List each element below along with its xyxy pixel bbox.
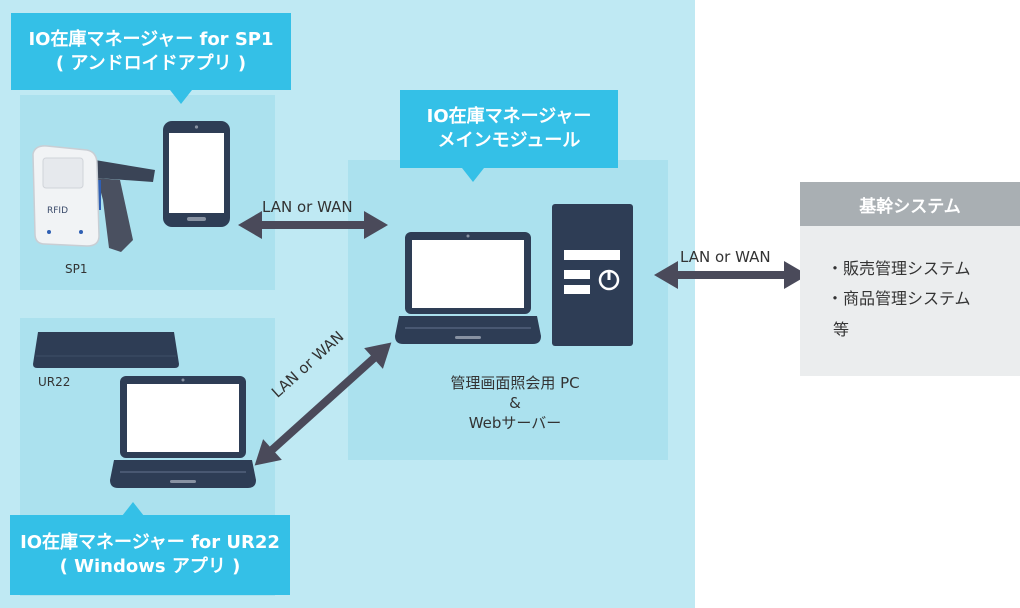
- core-system-item: ・商品管理システム: [827, 289, 971, 308]
- core-system-item: 等: [833, 320, 850, 339]
- arrow-sp1-main-shaft: [258, 221, 370, 229]
- ur22-callout-tail: [122, 502, 144, 516]
- smartphone-icon: [163, 121, 230, 227]
- ur22-app-title: IO在庫マネージャー for UR22: [20, 532, 280, 553]
- sp1-app-title: IO在庫マネージャー for SP1: [28, 28, 274, 50]
- main-module-caption-line1: 管理画面照会用 PC: [450, 374, 580, 392]
- laptop-icon: [110, 376, 256, 488]
- arrow-sp1-main-head-right: [364, 211, 388, 239]
- arrow-ur22-main-head-right: [364, 342, 392, 369]
- main-laptop-icon: [395, 232, 541, 344]
- sp1-app-subtitle: ( アンドロイドアプリ ): [55, 52, 247, 74]
- server-tower-icon: [552, 204, 633, 346]
- main-module-caption-line2: &: [509, 394, 521, 412]
- core-system-body: ・販売管理システム ・商品管理システム 等: [800, 226, 1020, 376]
- main-module-subtitle: メインモジュール: [437, 130, 581, 151]
- rfid-scanner-icon: RFID: [32, 145, 155, 252]
- ur22-app-callout: IO在庫マネージャー for UR22 ( Windows アプリ ): [10, 515, 290, 595]
- main-module-caption-line3: Webサーバー: [468, 414, 562, 432]
- arrow-ur22-main-head-left: [254, 439, 282, 466]
- main-module-callout: IO在庫マネージャー メインモジュール: [400, 90, 618, 168]
- core-connection-label: LAN or WAN: [680, 248, 771, 266]
- arrow-ur22-main-shaft: [268, 354, 378, 454]
- main-module-caption: 管理画面照会用 PC & Webサーバー: [395, 373, 635, 433]
- main-module-title: IO在庫マネージャー: [426, 106, 592, 127]
- sp1-app-callout: IO在庫マネージャー for SP1 ( アンドロイドアプリ ): [11, 13, 291, 90]
- arrow-main-core-head-left: [654, 261, 678, 289]
- ur22-label: UR22: [38, 375, 71, 389]
- ur22-app-subtitle: ( Windows アプリ ): [59, 556, 241, 577]
- arrow-sp1-main-head-left: [238, 211, 262, 239]
- rfid-device-text: RFID: [47, 206, 68, 216]
- core-system-header: 基幹システム: [800, 182, 1020, 226]
- arrow-main-core-head-right: [784, 261, 808, 289]
- arrow-main-core-shaft: [673, 271, 791, 279]
- sp1-label: SP1: [65, 262, 88, 276]
- main-callout-tail: [462, 168, 484, 182]
- sp1-callout-tail: [170, 90, 192, 104]
- ur22-reader-icon: [33, 332, 179, 368]
- core-system-item: ・販売管理システム: [827, 259, 971, 278]
- sp1-connection-label: LAN or WAN: [262, 198, 353, 216]
